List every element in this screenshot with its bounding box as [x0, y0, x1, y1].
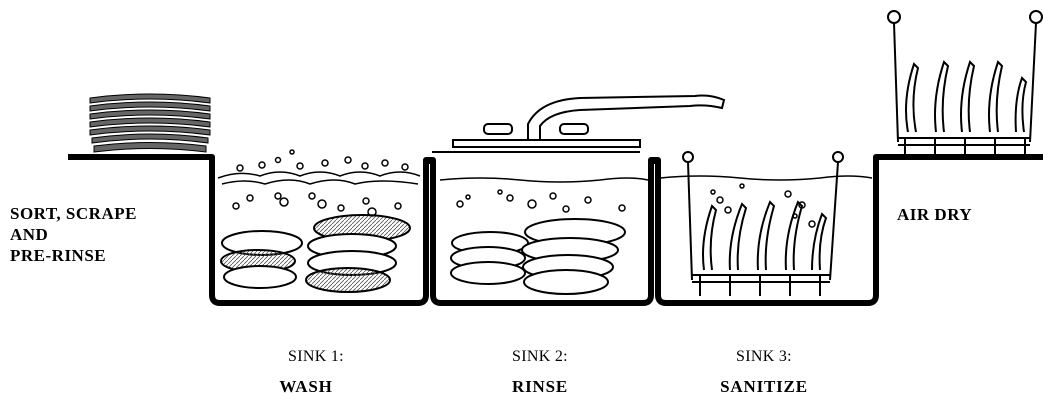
faucet-icon	[432, 94, 726, 153]
pre-rinse-label: SORT, SCRAPE AND PRE-RINSE	[10, 203, 137, 266]
sink-3-number: SINK 3:	[736, 348, 792, 365]
rinse-water-icon	[439, 177, 649, 213]
pre-label-line-1: SORT, SCRAPE	[10, 204, 137, 223]
sink-1-name: WASH	[279, 377, 333, 396]
wash-plates-icon	[220, 214, 411, 293]
pre-label-line-3: PRE-RINSE	[10, 246, 107, 265]
plate-stack-icon	[89, 93, 211, 153]
sanitize-rack-icon	[682, 151, 844, 296]
sink-outline	[68, 154, 1043, 306]
sink-2-name: RINSE	[512, 377, 568, 396]
sink-1-number: SINK 1:	[288, 348, 344, 365]
sanitize-water-icon	[659, 175, 873, 228]
air-dry-rack-icon	[887, 10, 1043, 155]
sink-3-name: SANITIZE	[720, 377, 808, 396]
pre-label-line-2: AND	[10, 225, 49, 244]
sink-2-number: SINK 2:	[512, 348, 568, 365]
rinse-plates-icon	[450, 218, 626, 295]
air-dry-label: AIR DRY	[897, 205, 973, 224]
soap-suds-icon	[217, 149, 421, 217]
